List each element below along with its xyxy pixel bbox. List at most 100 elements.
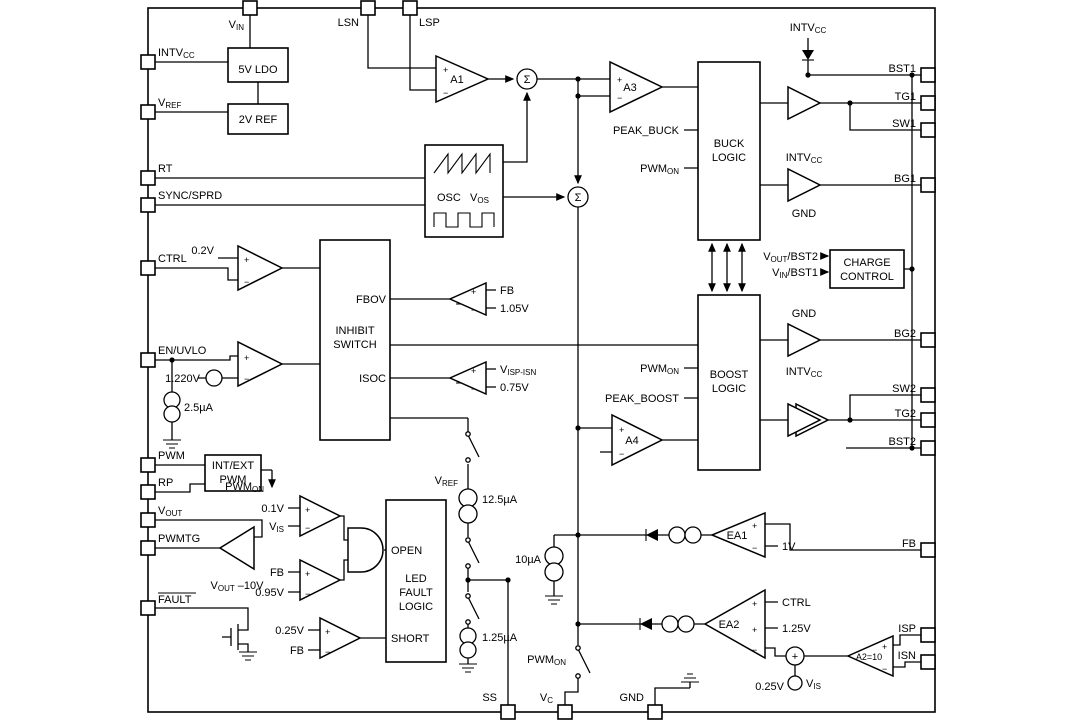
- label-boost-logic-1: BOOST: [710, 369, 749, 381]
- pin-tg2: [920, 412, 936, 428]
- pin-rt: [140, 170, 156, 186]
- label-int-ext-pwm: PWM: [220, 474, 247, 486]
- label-peak-buck: PEAK_BUCK: [613, 125, 680, 137]
- label-short: SHORT: [391, 633, 430, 645]
- amp-a1: [435, 54, 490, 104]
- tg1-gate-driver: [787, 85, 822, 121]
- bg2-gate-driver: [787, 322, 822, 358]
- svg-text:−: −: [325, 647, 330, 657]
- current-source-2p5ua: [163, 391, 181, 423]
- label-vis-comp: VIS: [269, 521, 284, 534]
- pin-en-uvlo: [140, 352, 156, 368]
- label-charge-control-2: CONTROL: [840, 271, 894, 283]
- block-osc: [424, 144, 504, 238]
- ea2-clamp-diode: [639, 618, 652, 630]
- pin-fb: [920, 542, 936, 558]
- label-gnd-bg1: GND: [792, 208, 817, 220]
- pin-vref: [140, 104, 156, 120]
- pin-bg1: [920, 177, 936, 193]
- pin-label-bg1: BG1: [894, 173, 916, 185]
- label-1p220v: 1.220V: [165, 373, 201, 385]
- block-inhibit-switch: [319, 239, 391, 441]
- pin-label-fault: FAULT: [158, 594, 192, 606]
- label-intvcc-bg2: INTVCC: [786, 366, 823, 379]
- pin-label-lsp: LSP: [419, 17, 440, 29]
- ground-symbols: [163, 439, 699, 683]
- label-2v-ref: 2V REF: [239, 114, 278, 126]
- pin-ctrl: [140, 260, 156, 276]
- label-fb-fbov: FB: [500, 285, 514, 297]
- amp-ea1: [710, 511, 766, 559]
- amp-a4: [611, 413, 664, 467]
- label-0p1v: 0.1V: [261, 503, 284, 515]
- voltage-ref-0p25: [787, 675, 803, 691]
- voltage-ref-1p220: [205, 369, 223, 387]
- pin-sw2: [920, 387, 936, 403]
- svg-text:−: −: [471, 384, 476, 394]
- pin-label-ctrl: CTRL: [158, 253, 187, 265]
- pin-tg1: [920, 95, 936, 111]
- label-ea2: EA2: [719, 619, 740, 631]
- svg-text:+: +: [617, 75, 622, 85]
- comparator-ctrl: [237, 244, 284, 292]
- pin-label-en-uvlo: EN/UVLO: [158, 345, 207, 357]
- svg-text:−: −: [619, 449, 624, 459]
- label-led: LED: [405, 573, 426, 585]
- label-pwmon-boost: PWMON: [640, 363, 679, 376]
- label-buck-logic-2: LOGIC: [712, 152, 746, 164]
- label-fault-logic-1: FAULT: [399, 587, 433, 599]
- amp-ea2: [703, 588, 766, 660]
- sum-plus: +: [792, 651, 798, 663]
- pin-bg2: [920, 332, 936, 348]
- sum-junction-offset: [785, 646, 805, 666]
- svg-text:−: −: [244, 277, 249, 287]
- comparator-isoc: [448, 360, 487, 396]
- pin-label-bst1: BST1: [888, 63, 916, 75]
- svg-text:−: −: [443, 88, 448, 98]
- svg-text:+: +: [325, 627, 330, 637]
- label-fbov: FBOV: [356, 294, 387, 306]
- label-vis-offset: VIS: [806, 678, 821, 691]
- amp-a2: [846, 634, 894, 678]
- pin-isp: [920, 627, 936, 643]
- svg-text:−: −: [305, 523, 310, 533]
- label-fb-comp: FB: [270, 567, 284, 579]
- label-vout-bst2: VOUT/BST2: [763, 251, 818, 264]
- block-led-fault-logic: [385, 499, 447, 663]
- sum-junction-1: [516, 68, 538, 90]
- pin-label-sync-sprd: SYNC/SPRD: [158, 190, 222, 202]
- svg-text:+: +: [305, 505, 310, 515]
- label-1p25ua: 1.25µA: [482, 632, 518, 644]
- pin-label-sw2: SW2: [892, 383, 916, 395]
- pin-pwmtg: [140, 540, 156, 556]
- pin-label-isp: ISP: [898, 623, 916, 635]
- comparator-fb-095: [299, 558, 342, 602]
- intvcc-diode: [802, 50, 814, 61]
- label-isoc: ISOC: [359, 373, 386, 385]
- block-5v-ldo: [227, 47, 289, 83]
- current-source-10ua: [544, 546, 564, 582]
- pin-label-isn: ISN: [898, 650, 916, 662]
- pin-isn: [920, 654, 936, 670]
- label-vout-minus-10v: VOUT –10V: [211, 580, 265, 593]
- svg-text:+: +: [752, 625, 757, 635]
- switch-contacts: [465, 431, 581, 679]
- pin-bst1: [920, 67, 936, 83]
- pin-sync-sprd: [140, 197, 156, 213]
- label-a1: A1: [450, 74, 463, 86]
- svg-text:+: +: [471, 366, 476, 376]
- pin-intvcc: [140, 54, 156, 70]
- pin-label-bg2: BG2: [894, 328, 916, 340]
- pin-label-ss: SS: [482, 692, 497, 704]
- label-open: OPEN: [391, 545, 422, 557]
- pin-pads: [140, 0, 936, 720]
- pin-lsp: [402, 0, 418, 16]
- svg-text:−: −: [752, 645, 757, 655]
- pin-label-rp: RP: [158, 477, 173, 489]
- label-int-ext: INT/EXT: [212, 460, 254, 472]
- svg-text:−: −: [617, 93, 622, 103]
- junction-dots: [169, 72, 915, 627]
- label-5v-ldo: 5V LDO: [238, 64, 278, 76]
